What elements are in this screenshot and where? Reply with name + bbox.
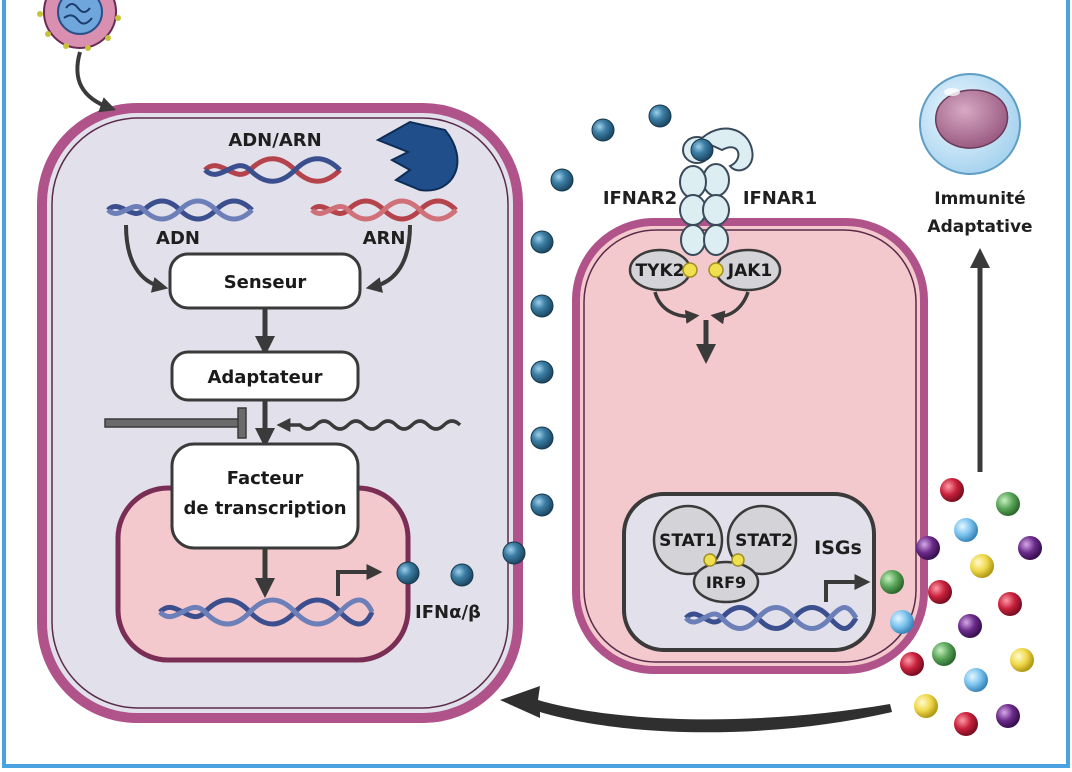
tyk2-signal-arrow bbox=[653, 291, 700, 324]
rna-to-sensor-arrow bbox=[365, 224, 412, 293]
senseur-label: Senseur bbox=[224, 272, 307, 293]
isg-transcription-arrow bbox=[824, 574, 871, 602]
phospho-dot bbox=[682, 262, 698, 278]
dna-to-sensor-arrow bbox=[124, 224, 169, 293]
facteur-label-line2: de transcription bbox=[183, 498, 346, 519]
ifn-bead bbox=[530, 360, 554, 384]
isg-bead bbox=[932, 642, 956, 666]
tyk2-label: TYK2 bbox=[636, 261, 685, 281]
arn-label: ARN bbox=[363, 228, 406, 249]
adn-label: ADN bbox=[156, 228, 200, 249]
isg-bead bbox=[916, 536, 940, 560]
jak1-label: JAK1 bbox=[727, 261, 772, 281]
isg-bead bbox=[928, 580, 952, 604]
ifn-label: IFNα/β bbox=[415, 602, 481, 623]
ifn-bead bbox=[530, 426, 554, 450]
ifnar2-label: IFNAR2 bbox=[603, 188, 677, 209]
inhibition-bar bbox=[104, 407, 247, 439]
rna-helix bbox=[310, 198, 458, 222]
stat2-label: STAT2 bbox=[735, 531, 793, 551]
jak1-signal-arrow bbox=[710, 291, 750, 325]
isg-bead bbox=[900, 652, 924, 676]
ifn-bead bbox=[502, 541, 526, 565]
isg-bead bbox=[914, 694, 938, 718]
ifnar-receptor bbox=[679, 127, 754, 256]
isg-bead bbox=[890, 610, 914, 634]
immunite-label-line2: Adaptative bbox=[927, 217, 1032, 237]
ifn-bead bbox=[648, 104, 672, 128]
ifn-bead bbox=[530, 294, 554, 318]
regulator-wave-arrow bbox=[276, 418, 462, 432]
facteur-transcription-box bbox=[170, 442, 360, 550]
mixed-helix bbox=[203, 156, 342, 184]
isg-bead bbox=[970, 554, 994, 578]
facteur-label-line1: Facteur bbox=[227, 468, 304, 489]
transcription-start-arrow bbox=[336, 564, 383, 596]
irf9-protein bbox=[692, 560, 760, 604]
isg-bead bbox=[1018, 536, 1042, 560]
adn-arn-label: ADN/ARN bbox=[228, 130, 321, 151]
ifn-molecules bbox=[396, 104, 714, 587]
virus-icon bbox=[37, 0, 121, 51]
isg-bead bbox=[1010, 648, 1034, 672]
adaptateur-label: Adaptateur bbox=[207, 367, 322, 388]
immunite-label-line1: Immunité bbox=[934, 189, 1025, 209]
isg-bead bbox=[996, 492, 1020, 516]
isg-bead bbox=[998, 592, 1022, 616]
phospho-dot bbox=[731, 553, 745, 567]
ifnar1-label: IFNAR1 bbox=[743, 188, 817, 209]
isg-bead bbox=[954, 518, 978, 542]
isg-dna-helix bbox=[684, 605, 859, 631]
feedback-arrow bbox=[500, 686, 892, 733]
isg-bead bbox=[940, 478, 964, 502]
ifn-bead bbox=[550, 168, 574, 192]
nucleus-dna-helix bbox=[158, 597, 375, 627]
stat2-protein bbox=[726, 504, 798, 576]
ifn-bead bbox=[450, 563, 474, 587]
isg-bead bbox=[954, 712, 978, 736]
phospho-dot bbox=[708, 262, 724, 278]
ifn-bead bbox=[690, 138, 714, 162]
virus-entry-arrow bbox=[75, 51, 117, 113]
dna-helix bbox=[106, 198, 254, 222]
ifn-bead bbox=[591, 118, 615, 142]
isg-products bbox=[880, 478, 1042, 736]
isg-bead bbox=[996, 704, 1020, 728]
isg-bead bbox=[958, 614, 982, 638]
isgs-label: ISGs bbox=[814, 537, 862, 559]
isg-bead bbox=[880, 570, 904, 594]
stat1-label: STAT1 bbox=[659, 531, 717, 551]
irf9-label: IRF9 bbox=[706, 573, 746, 592]
ifn-bead bbox=[530, 493, 554, 517]
nuclease-icon bbox=[375, 120, 459, 192]
phospho-dot bbox=[703, 553, 717, 567]
b-lymphocyte bbox=[919, 73, 1021, 175]
ifn-bead bbox=[396, 561, 420, 585]
ifn-bead bbox=[530, 230, 554, 254]
isg-bead bbox=[964, 668, 988, 692]
